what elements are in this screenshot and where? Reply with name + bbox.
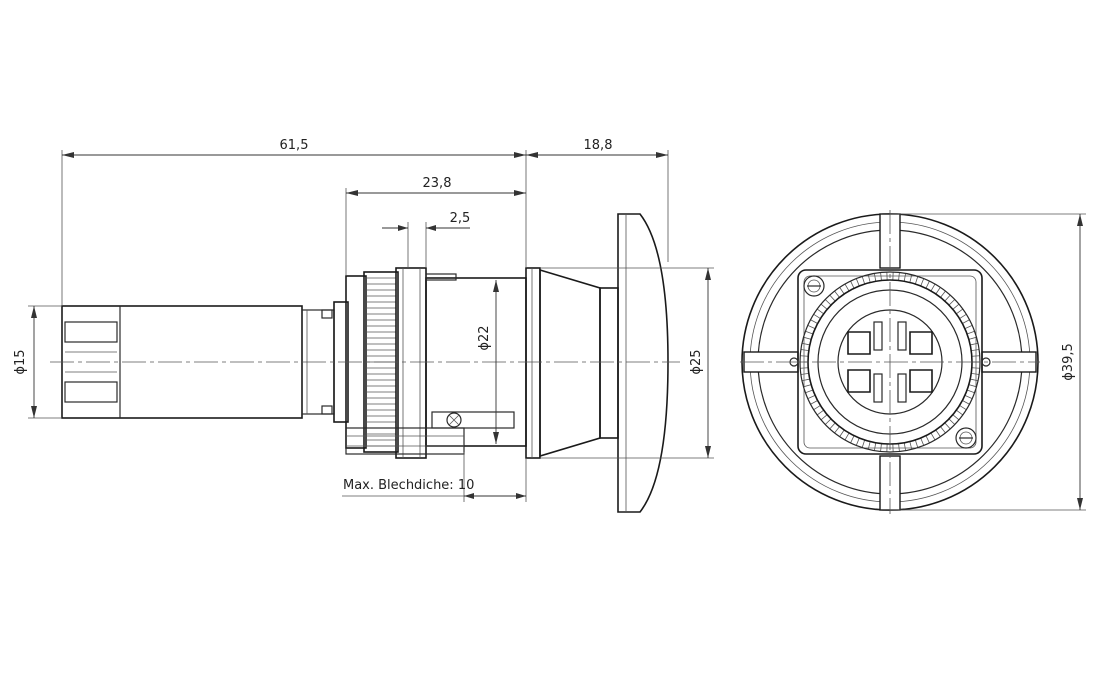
side-view: 61,5 18,8 23,8 2,5 — [13, 138, 714, 513]
dim-label-d25: ϕ25 — [689, 349, 704, 374]
dim-label-61-5: 61,5 — [280, 138, 309, 153]
dim-mount-diameter: ϕ22 — [477, 280, 499, 444]
dim-body-length: 23,8 — [345, 176, 526, 276]
front-view: ϕ39,5 — [740, 210, 1086, 514]
bezel-and-cap — [525, 213, 669, 513]
switch-body — [321, 267, 527, 459]
dim-label-d15: ϕ15 — [13, 349, 28, 374]
dim-rear-diameter: ϕ15 — [13, 305, 62, 419]
dim-label-18-8: 18,8 — [584, 138, 613, 153]
screw-icon — [803, 275, 825, 297]
dim-cap-diameter: ϕ39,5 — [890, 213, 1086, 511]
note-max-panel: Max. Blechdiche: 10 — [343, 478, 474, 493]
dim-label-d39-5: ϕ39,5 — [1061, 343, 1076, 381]
dim-label-d22: ϕ22 — [477, 325, 492, 350]
front-knurled-ring — [799, 271, 981, 453]
dim-overall-length: 61,5 — [61, 138, 527, 306]
dim-cap-depth: 18,8 — [526, 138, 669, 262]
contact-block — [847, 321, 933, 403]
dim-label-23-8: 23,8 — [423, 176, 452, 191]
screw-icon — [955, 427, 977, 449]
dim-nut-width: 2,5 — [382, 211, 470, 268]
dim-label-2-5: 2,5 — [450, 211, 471, 226]
dim-bezel-diameter: ϕ25 — [540, 267, 714, 459]
panel-thickness-note: Max. Blechdiche: 10 — [342, 452, 527, 502]
